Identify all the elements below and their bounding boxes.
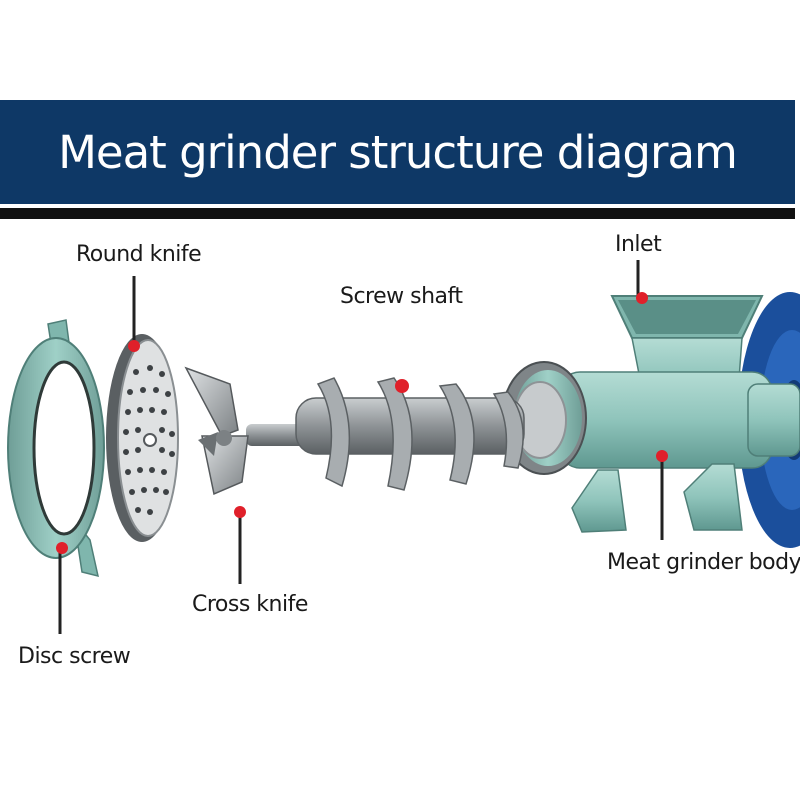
disc-screw bbox=[8, 320, 104, 576]
label-meat-grinder-body: Meat grinder body bbox=[607, 550, 800, 575]
screw-shaft bbox=[246, 378, 524, 490]
label-screw-shaft: Screw shaft bbox=[340, 284, 463, 309]
marker-inlet bbox=[636, 292, 648, 304]
label-cross-knife: Cross knife bbox=[192, 592, 308, 617]
cross-knife bbox=[186, 368, 248, 494]
label-inlet: Inlet bbox=[615, 232, 661, 257]
marker-round-knife bbox=[128, 340, 140, 352]
label-disc-screw: Disc screw bbox=[18, 644, 130, 669]
marker-body bbox=[656, 450, 668, 462]
round-knife bbox=[106, 334, 178, 542]
marker-disc-screw bbox=[56, 542, 68, 554]
marker-cross-knife bbox=[234, 506, 246, 518]
marker-screw-shaft bbox=[395, 379, 409, 393]
label-round-knife: Round knife bbox=[76, 242, 201, 267]
